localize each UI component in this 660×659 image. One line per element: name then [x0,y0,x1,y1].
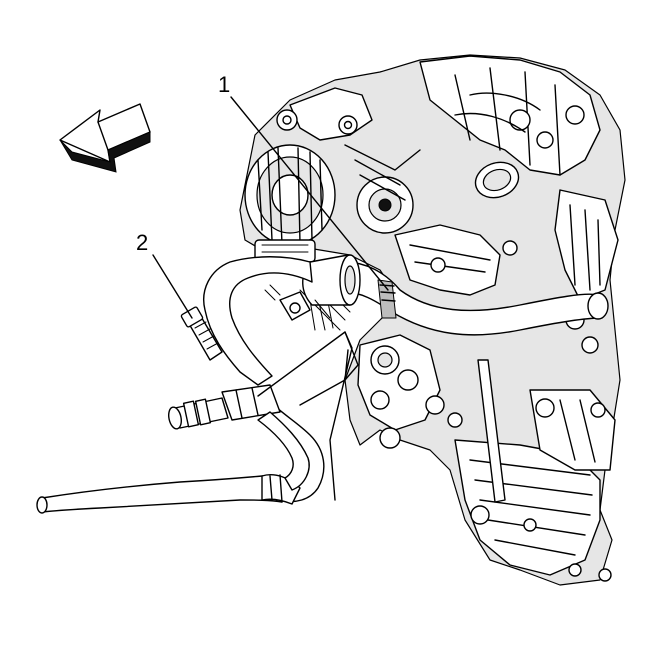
callout-2: 2 [136,230,193,319]
alternator [244,144,336,263]
throttle-body [454,92,585,199]
callout-1-leader [230,96,389,291]
quick-connect-fitting [168,397,229,430]
loop-hose [203,256,313,386]
callout-1-label: 1 [218,72,230,97]
front-direction-arrow [59,103,151,173]
pulley-assembly [344,144,421,234]
hose-junction [221,384,281,421]
hose-clamp [377,279,397,319]
lower-bracket-cluster [357,334,463,449]
lower-heater-hose [41,475,286,513]
callout-2-leader [152,254,193,319]
callout-1: 1 [218,72,389,291]
callout-2-label: 2 [136,230,148,255]
heater-hose-assembly [36,254,609,514]
